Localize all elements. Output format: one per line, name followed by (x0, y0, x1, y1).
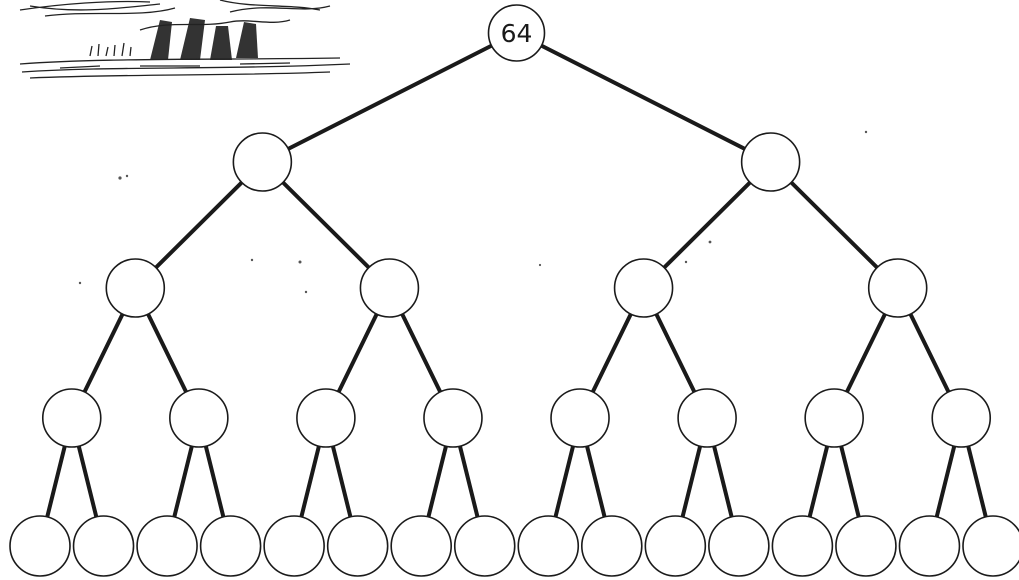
tree-node-level-4 (517, 515, 580, 577)
tree-node-level-4 (72, 515, 135, 577)
tree-node-level-4 (708, 515, 770, 577)
tree-edge (260, 160, 392, 290)
tree-node-level-2 (613, 258, 674, 318)
node-circle (105, 258, 166, 318)
tree-node-level-1 (232, 132, 293, 192)
node-circle (771, 515, 834, 577)
tree-edge (514, 31, 773, 164)
node-circle (263, 515, 325, 577)
tree-node-level-4 (326, 515, 389, 577)
tree-edge (133, 160, 265, 290)
tree-node-level-1 (740, 132, 801, 192)
tree-edge (260, 31, 519, 164)
scan-specks (78, 130, 868, 294)
node-circle (804, 388, 864, 448)
node-circle (898, 515, 961, 577)
tree-node-level-4 (898, 515, 961, 577)
node-circle (613, 258, 674, 318)
node-circle (296, 388, 356, 448)
tree-edge (641, 160, 773, 290)
node-circle (487, 4, 546, 62)
root-node-label: 64 (501, 19, 533, 48)
tree-node-level-2 (867, 258, 928, 318)
tree-edges (38, 31, 995, 548)
node-circle (867, 258, 928, 318)
node-circle (517, 515, 580, 577)
tree-node-level-4 (962, 515, 1019, 577)
node-circle (199, 515, 262, 577)
node-circle (677, 388, 737, 448)
root-node: 64 (487, 4, 546, 62)
node-circle (550, 388, 610, 448)
node-circle (453, 515, 516, 577)
node-circle (72, 515, 135, 577)
tree-node-level-3 (423, 388, 483, 448)
node-circle (136, 515, 198, 577)
node-circle (708, 515, 770, 577)
tree-node-level-4 (644, 515, 707, 577)
tree-node-level-3 (169, 388, 229, 448)
tree-illustration-icon (19, 0, 351, 79)
tree-node-level-3 (931, 388, 992, 448)
tree-node-level-4 (199, 515, 262, 577)
node-circle (580, 515, 643, 577)
node-circle (423, 388, 483, 448)
node-circle (9, 515, 71, 577)
tree-node-level-4 (453, 515, 516, 577)
tree-node-level-4 (771, 515, 834, 577)
node-circle (41, 388, 102, 448)
node-circle (835, 515, 897, 577)
node-circle (232, 132, 293, 192)
tree-node-level-3 (550, 388, 610, 448)
tree-node-level-2 (105, 258, 166, 318)
node-circle (390, 515, 453, 577)
node-circle (962, 515, 1019, 577)
tree-node-level-4 (580, 515, 643, 577)
node-circle (931, 388, 992, 448)
tree-node-level-4 (390, 515, 453, 577)
tree-node-level-4 (835, 515, 897, 577)
tree-node-level-4 (263, 515, 325, 577)
tree-node-level-3 (804, 388, 864, 448)
tree-node-level-3 (677, 388, 737, 448)
tree-node-level-3 (41, 388, 102, 448)
tree-edge (768, 160, 900, 290)
tree-node-level-4 (136, 515, 198, 577)
node-circle (644, 515, 707, 577)
tree-nodes: 64 (9, 4, 1019, 577)
node-circle (326, 515, 389, 577)
node-circle (359, 258, 420, 318)
tree-node-level-3 (296, 388, 356, 448)
node-circle (740, 132, 801, 192)
node-circle (169, 388, 229, 448)
tree-node-level-2 (359, 258, 420, 318)
tree-node-level-4 (9, 515, 71, 577)
